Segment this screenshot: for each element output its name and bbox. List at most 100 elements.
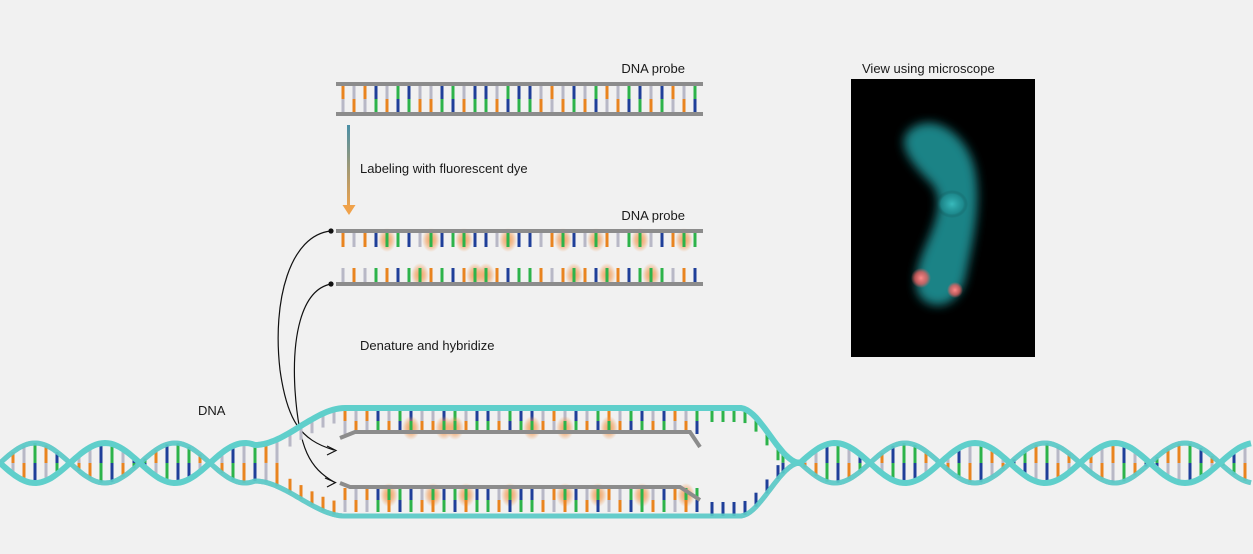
base-pair — [473, 86, 477, 99]
base-pair — [561, 99, 565, 112]
base — [506, 268, 510, 282]
base — [352, 233, 356, 247]
chromosome — [904, 122, 978, 306]
base — [407, 268, 411, 282]
labeled-base — [462, 233, 466, 247]
base-pair — [363, 99, 367, 112]
base-pair — [429, 99, 433, 112]
labeled-base — [473, 268, 477, 282]
base — [385, 268, 389, 282]
base-pair — [627, 86, 631, 99]
base-pair — [682, 99, 686, 112]
base — [528, 233, 532, 247]
base — [616, 233, 620, 247]
labeled-base — [561, 233, 565, 247]
base-pair — [517, 86, 521, 99]
labeled-base — [594, 233, 598, 247]
base-pair — [495, 86, 499, 99]
base — [550, 233, 554, 247]
labeled-probe-strand-lower — [336, 263, 703, 287]
base — [660, 233, 664, 247]
probe-top-bases — [341, 86, 697, 112]
dna-label: DNA — [198, 403, 226, 418]
labeled-base — [429, 233, 433, 247]
base-pair — [506, 86, 510, 99]
base — [429, 268, 433, 282]
base-pair — [341, 86, 345, 99]
base-pair — [352, 86, 356, 99]
base-pair — [407, 86, 411, 99]
base-pair — [550, 99, 554, 112]
base — [363, 268, 367, 282]
base-pair — [462, 86, 466, 99]
base-pair — [627, 99, 631, 112]
hybridize-step-label: Denature and hybridize — [360, 338, 494, 353]
arrow-to-lower-strand — [293, 283, 335, 483]
base — [539, 233, 543, 247]
base — [341, 233, 345, 247]
base-pair — [572, 86, 576, 99]
base — [517, 268, 521, 282]
genomic-dna — [0, 405, 1252, 519]
base — [495, 268, 499, 282]
base-pair — [484, 99, 488, 112]
base-pair — [451, 99, 455, 112]
base-pair — [660, 99, 664, 112]
base-pair — [638, 86, 642, 99]
base — [407, 233, 411, 247]
labeled-base — [572, 268, 576, 282]
base-pair — [528, 99, 532, 112]
base-pair — [693, 99, 697, 112]
base — [473, 233, 477, 247]
dna-probe-top — [336, 82, 703, 116]
base-pair — [671, 86, 675, 99]
base — [539, 268, 543, 282]
base — [440, 233, 444, 247]
base-pair — [583, 86, 587, 99]
base — [517, 233, 521, 247]
hybridization-bubble — [288, 408, 780, 516]
base-pair — [594, 99, 598, 112]
base-pair — [616, 86, 620, 99]
base-pair — [385, 99, 389, 112]
base — [616, 268, 620, 282]
base — [374, 233, 378, 247]
base — [418, 233, 422, 247]
fluorescent-signal — [911, 268, 931, 288]
base — [341, 268, 345, 282]
base-pair — [583, 99, 587, 112]
probe-top-label: DNA probe — [621, 61, 685, 76]
base — [396, 268, 400, 282]
arrow-to-upper-strand — [277, 230, 335, 451]
base — [572, 233, 576, 247]
base-pair — [605, 99, 609, 112]
base — [451, 233, 455, 247]
base — [682, 268, 686, 282]
base-pair — [572, 99, 576, 112]
labeled-base — [682, 233, 686, 247]
base — [451, 268, 455, 282]
dna-strand-front — [0, 440, 1252, 519]
base-pair — [396, 86, 400, 99]
base-pair — [638, 99, 642, 112]
labeled-base — [638, 233, 642, 247]
base-pair — [418, 99, 422, 112]
base — [484, 233, 488, 247]
base-pair — [473, 99, 477, 112]
base-pair — [374, 99, 378, 112]
base-pair — [660, 86, 664, 99]
base-pair — [462, 99, 466, 112]
labeled-base — [506, 233, 510, 247]
base — [363, 233, 367, 247]
base-pair — [396, 99, 400, 112]
base-pair — [418, 86, 422, 99]
base-pair — [451, 86, 455, 99]
base-pair — [363, 86, 367, 99]
base-pair — [561, 86, 565, 99]
base — [396, 233, 400, 247]
labeled-base — [649, 268, 653, 282]
base — [693, 233, 697, 247]
base — [374, 268, 378, 282]
base — [583, 268, 587, 282]
